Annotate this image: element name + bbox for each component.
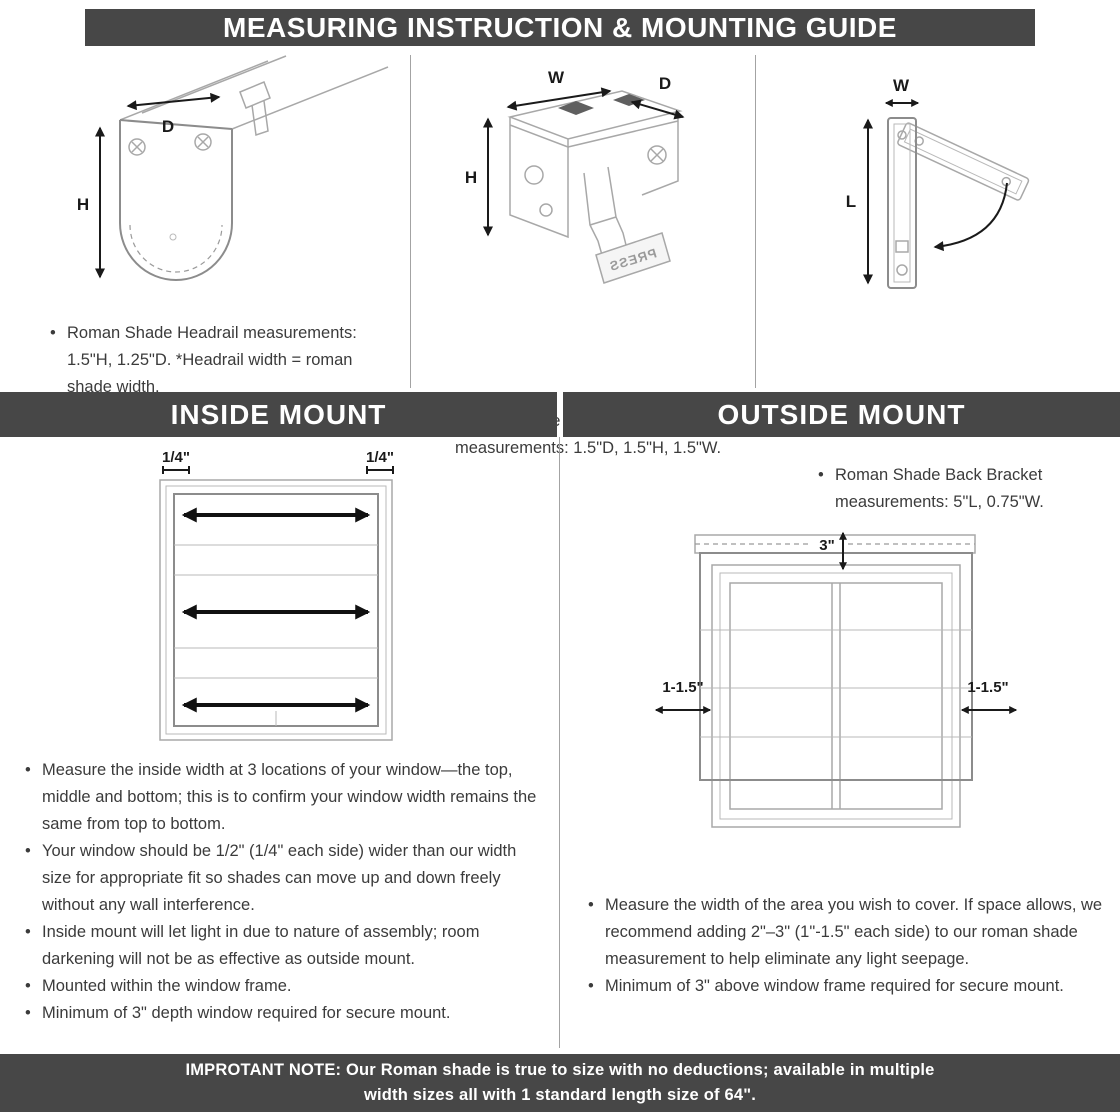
list-item: Measure the inside width at 3 locations … xyxy=(25,757,547,838)
depth-arrow xyxy=(630,99,685,120)
headrail-tube xyxy=(119,55,389,136)
bracket-arm xyxy=(897,122,1030,201)
label-backing xyxy=(812,537,842,552)
headrail-bracket-diagram: PRESS W D H xyxy=(465,68,685,284)
right-gap-label: 1/4" xyxy=(366,449,394,466)
height-label: H xyxy=(77,195,89,214)
left-gap-label: 1/4" xyxy=(162,449,190,466)
width-label: W xyxy=(548,68,565,87)
page-title: MEASURING INSTRUCTION & MOUNTING GUIDE xyxy=(85,9,1035,46)
rotation-arrow xyxy=(933,182,1008,252)
back-bracket-caption: Roman Shade Back Bracket measurements: 5… xyxy=(818,462,1120,516)
length-label: L xyxy=(846,192,856,211)
screw-icon xyxy=(128,133,212,156)
outside-mount-bullets: Measure the width of the area you wish t… xyxy=(588,892,1104,1000)
width-arrow xyxy=(506,87,612,111)
height-label: H xyxy=(465,168,477,187)
divider-top-2 xyxy=(755,55,756,388)
outside-mount-diagram: 3" 1-1.5" 1-1.5" xyxy=(654,531,1018,828)
left-gap-tick xyxy=(162,466,190,474)
spring-button xyxy=(558,101,594,115)
list-item: Mounted within the window frame. xyxy=(25,973,547,1000)
shade-folds xyxy=(174,544,378,726)
outside-mount-header: OUTSIDE MOUNT xyxy=(563,392,1120,437)
back-bracket-diagram: W L xyxy=(846,76,1030,289)
important-note-line1: IMPROTANT NOTE: Our Roman shade is true … xyxy=(185,1061,935,1079)
list-item: Your window should be 1/2" (1/4" each si… xyxy=(25,838,547,919)
list-item: Measure the width of the area you wish t… xyxy=(588,892,1104,973)
depth-arrow xyxy=(126,92,221,111)
left-extension-label: 1-1.5" xyxy=(662,679,703,696)
depth-label: D xyxy=(659,74,671,93)
important-note-line2: width sizes all with 1 standard length s… xyxy=(363,1086,757,1104)
page-title-text: MEASURING INSTRUCTION & MOUNTING GUIDE xyxy=(223,11,897,43)
headrail-endcap xyxy=(119,119,233,281)
headrail-diagram: D H xyxy=(77,55,389,281)
list-item: Inside mount will let light in due to na… xyxy=(25,919,547,973)
divider-top-1 xyxy=(410,55,411,388)
top-gap-label: 3" xyxy=(819,537,834,554)
list-item: Minimum of 3" depth window required for … xyxy=(25,1000,547,1027)
depth-label: D xyxy=(162,117,174,136)
inside-mount-header: INSIDE MOUNT xyxy=(0,392,557,437)
bracket-body xyxy=(507,90,683,256)
important-note-bar: IMPROTANT NOTE: Our Roman shade is true … xyxy=(0,1054,1120,1112)
right-gap-tick xyxy=(366,466,394,474)
window-frame xyxy=(711,564,961,828)
divider-middle xyxy=(559,437,560,1048)
right-extension-label: 1-1.5" xyxy=(967,679,1008,696)
shade-outline xyxy=(699,552,973,781)
width-label: W xyxy=(893,76,910,95)
bracket-base xyxy=(887,117,917,289)
headrail-caption: Roman Shade Headrail measurements: 1.5"H… xyxy=(50,320,1120,401)
list-item: Minimum of 3" above window frame require… xyxy=(588,973,1104,1000)
press-tab xyxy=(595,232,671,284)
inside-mount-diagram: 1/4" 1/4" xyxy=(159,449,394,741)
inside-mount-bullets: Measure the inside width at 3 locations … xyxy=(25,757,547,1027)
